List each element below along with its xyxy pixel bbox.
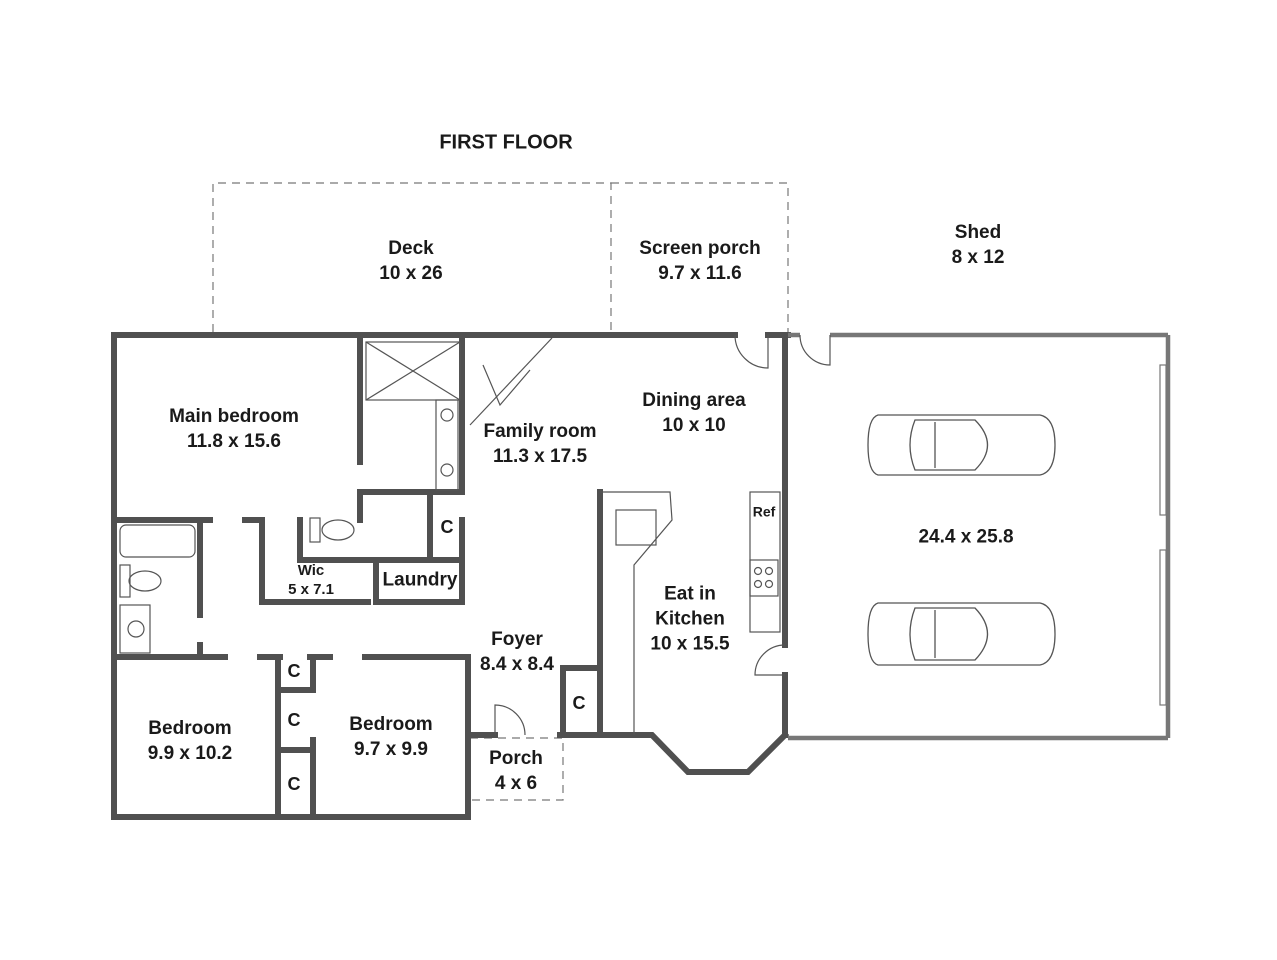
fridge-label: Ref	[752, 503, 776, 520]
door-swings	[494, 334, 831, 736]
closet-label: C	[572, 693, 586, 713]
closet-label: C	[440, 517, 454, 537]
deck-outline	[212, 182, 789, 801]
closet-label: C	[287, 661, 301, 681]
room-label-laundry: Laundry	[382, 569, 458, 591]
page-title: FIRST FLOOR	[439, 131, 573, 154]
porch-outline	[470, 737, 564, 801]
room-label-garage: 24.4 x 25.8	[918, 526, 1014, 548]
garage-walls	[788, 332, 1171, 741]
car-top-icon	[867, 602, 1056, 666]
walls	[111, 332, 791, 820]
car-top-icon	[867, 414, 1056, 476]
closet-label: C	[287, 774, 301, 794]
closet-label: C	[287, 710, 301, 730]
fixtures	[119, 337, 781, 735]
garage-doors	[1159, 364, 1167, 706]
